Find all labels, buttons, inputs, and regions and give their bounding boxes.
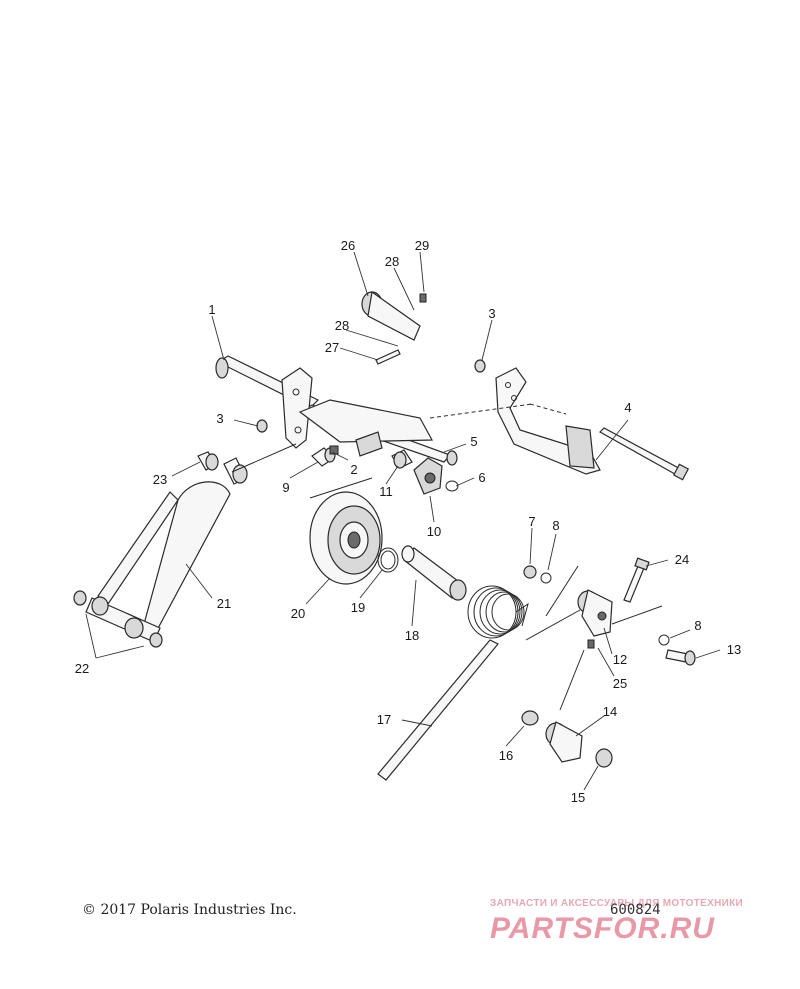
callout-19: 19 — [351, 600, 365, 615]
callout-25: 25 — [613, 676, 627, 691]
part-9-bolt — [311, 447, 336, 467]
part-3-nut-a — [256, 419, 268, 433]
callout-7: 7 — [528, 514, 535, 529]
watermark-tagline: ЗАПЧАСТИ И АКСЕССУАРЫ ДЛЯ МОТОТЕХНИКИ — [490, 898, 743, 909]
callout-1: 1 — [208, 302, 215, 317]
watermark-brand: PARTSFOR.RU — [490, 912, 715, 945]
callout-17: 17 — [377, 712, 391, 727]
alignment-lines — [231, 403, 663, 711]
part-14-block — [545, 721, 583, 763]
callout-15: 15 — [571, 790, 585, 805]
part-7-nut — [523, 565, 537, 579]
callout-9: 9 — [282, 480, 289, 495]
pivot-bracket — [281, 367, 433, 457]
part-16-bushing — [521, 710, 539, 726]
callout-10: 10 — [427, 524, 441, 539]
part-10-cam — [413, 457, 443, 495]
right-bracket — [495, 367, 601, 475]
callout-3-right: 3 — [488, 306, 495, 321]
part-25-setscrew — [587, 639, 595, 649]
part-11-bushing — [391, 449, 413, 469]
callout-27: 27 — [325, 340, 339, 355]
callout-4: 4 — [624, 400, 631, 415]
callout-24: 24 — [675, 552, 689, 567]
figure-number: 600824 — [610, 902, 661, 918]
part-21-arm — [85, 481, 231, 643]
part-22-bushings — [73, 590, 163, 648]
callout-22: 22 — [75, 661, 89, 676]
part-8-washer-a — [540, 572, 552, 584]
part-19-ring — [377, 547, 399, 573]
callout-13: 13 — [727, 642, 741, 657]
copyright-text: © 2017 Polaris Industries Inc. — [82, 902, 297, 918]
callout-8-right: 8 — [694, 618, 701, 633]
part-12-pivot — [577, 589, 613, 637]
callout-26: 26 — [341, 238, 355, 253]
part-13-bolt — [665, 649, 696, 666]
part-27-pin — [375, 349, 401, 365]
callout-28-top: 28 — [385, 254, 399, 269]
callout-6: 6 — [478, 470, 485, 485]
callout-5: 5 — [470, 434, 477, 449]
part-8-washer-b — [658, 634, 670, 646]
part-26-bushing — [361, 290, 421, 341]
callout-23: 23 — [153, 472, 167, 487]
part-20-wheel — [309, 491, 383, 585]
watermark-logo: ЗАПЧАСТИ И АКСЕССУАРЫ ДЛЯ МОТОТЕХНИКИ PA… — [490, 898, 743, 945]
callout-11: 11 — [379, 484, 393, 499]
callout-29: 29 — [415, 238, 429, 253]
part-23-bushings — [197, 451, 248, 485]
part-18-sleeve — [401, 545, 467, 601]
callout-2: 2 — [350, 462, 357, 477]
leader-lines — [85, 251, 721, 791]
part-17-spring — [377, 585, 529, 781]
callout-12: 12 — [613, 652, 627, 667]
part-4-rod — [599, 427, 690, 481]
callout-14: 14 — [603, 704, 617, 719]
callout-16: 16 — [499, 748, 513, 763]
callout-28-mid: 28 — [335, 318, 349, 333]
callout-3-left: 3 — [216, 411, 223, 426]
part-29-pin — [419, 293, 427, 303]
part-2-nut — [329, 445, 339, 455]
part-6-oring — [445, 480, 459, 492]
callout-8-top: 8 — [552, 518, 559, 533]
callout-labels: 1 2 3 3 4 5 6 7 8 8 9 10 11 12 13 14 15 … — [75, 238, 741, 805]
part-3-nut-b — [474, 359, 486, 373]
part-24-bolt — [623, 557, 650, 603]
callout-18: 18 — [405, 628, 419, 643]
callout-20: 20 — [291, 606, 305, 621]
part-15-bushing — [595, 748, 613, 768]
callout-21: 21 — [217, 596, 231, 611]
